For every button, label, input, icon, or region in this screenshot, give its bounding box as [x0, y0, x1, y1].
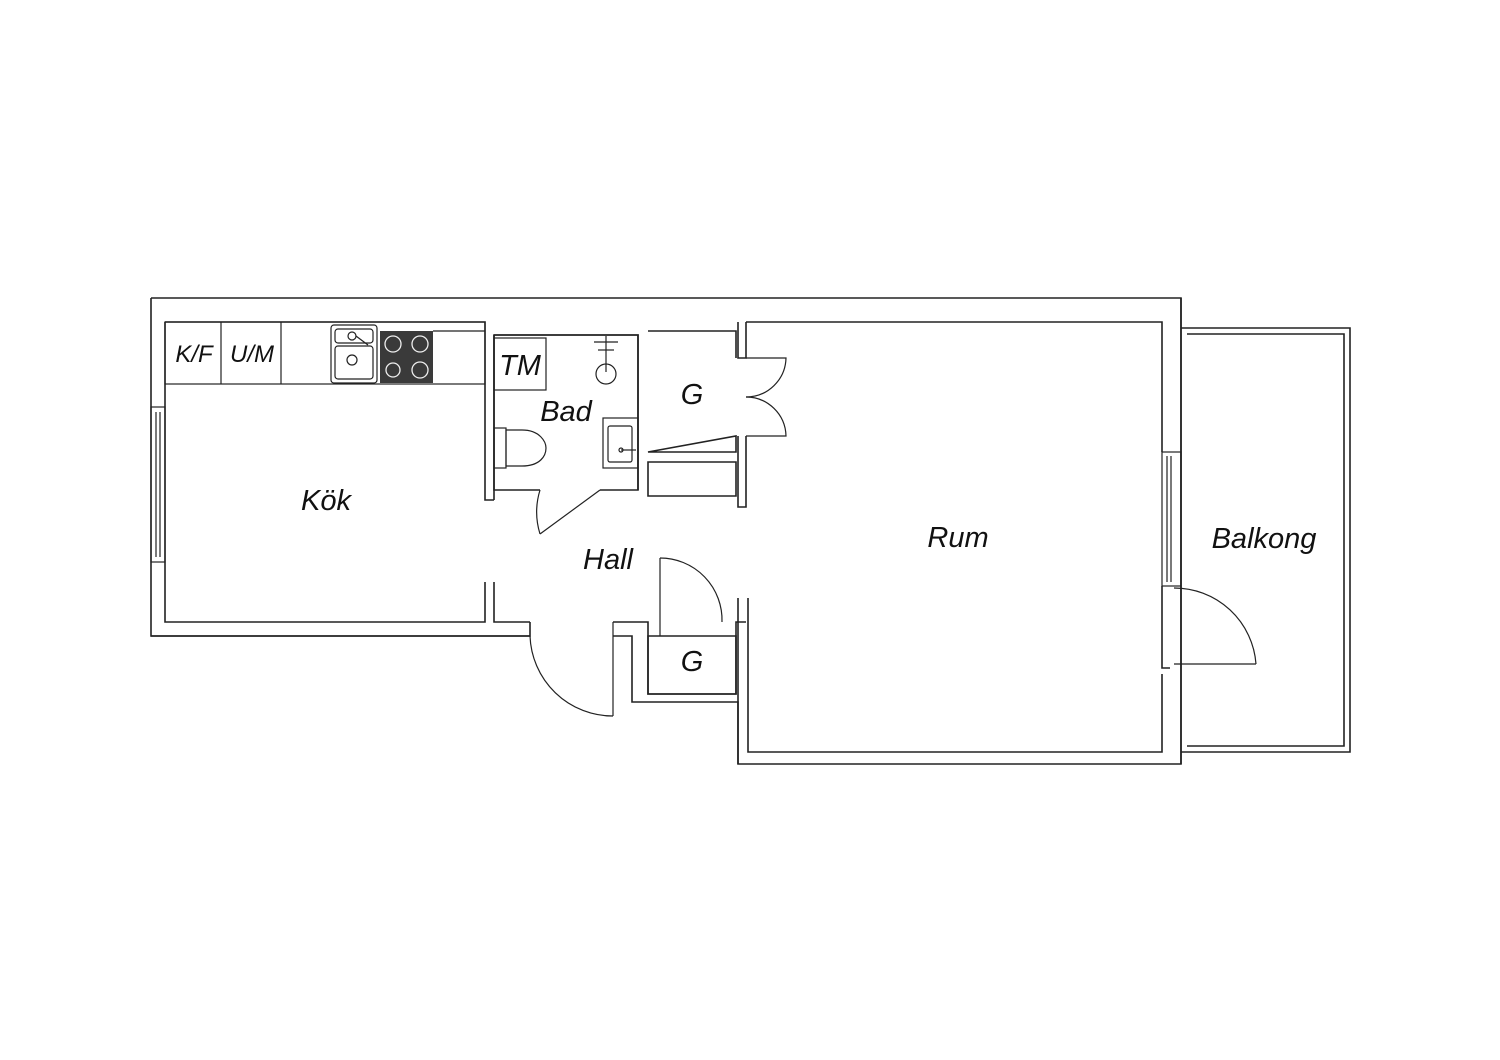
bathroom-door	[536, 489, 601, 535]
kitchen-sink-icon	[330, 324, 378, 384]
storage-box-below	[647, 461, 737, 497]
hall-label: Hall	[583, 544, 635, 576]
fridge-freezer-label: K/F	[175, 341, 214, 368]
rum-wall-left	[737, 322, 747, 508]
balcony-door	[1173, 587, 1257, 665]
kitchen-counter	[164, 321, 486, 385]
garderob-bottom-wall	[647, 635, 737, 695]
washer-box	[493, 337, 547, 391]
entrance-door	[529, 622, 614, 717]
rum-window	[1161, 451, 1182, 587]
rum-wall	[737, 321, 1170, 764]
garderob-top-label: G	[681, 379, 704, 411]
bad-label: Bad	[540, 396, 592, 428]
garderob-top-wall	[647, 330, 737, 453]
garderob-top-double-door	[745, 357, 787, 437]
balkong-outline	[1181, 327, 1351, 753]
inner-wall-corridor	[493, 582, 746, 695]
shower-icon	[594, 336, 618, 385]
stove-icon	[380, 331, 433, 383]
garderob-bottom-label: G	[681, 646, 704, 678]
micro-oven-label: U/M	[230, 341, 274, 368]
basin-icon	[602, 417, 639, 469]
balkong-label: Balkong	[1212, 523, 1317, 555]
toilet-icon	[493, 427, 547, 469]
kok-label: Kök	[301, 485, 352, 517]
kitchen-window	[150, 406, 166, 563]
washer-label: TM	[499, 350, 542, 382]
garderob-bottom-door	[659, 557, 723, 636]
rum-label: Rum	[927, 522, 988, 554]
